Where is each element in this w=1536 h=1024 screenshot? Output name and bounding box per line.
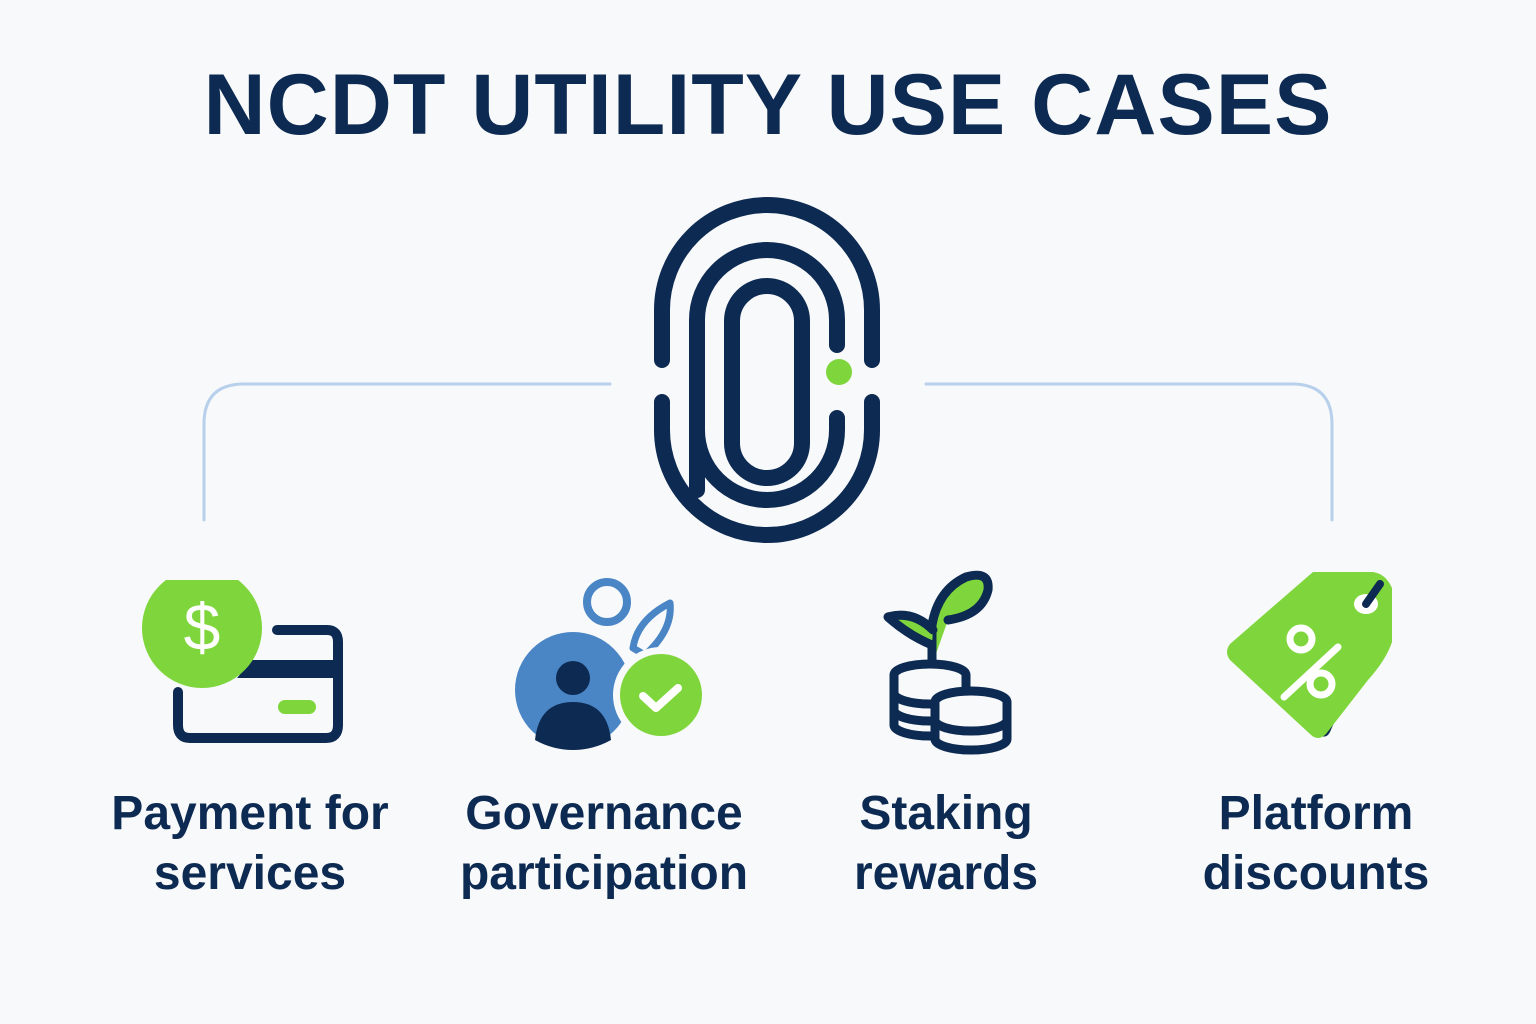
use-case-label-governance: Governance participation	[434, 784, 774, 904]
ncdt-fingerprint-logo-icon	[654, 197, 880, 543]
page-title: NCDT UTILITY USE CASES	[203, 57, 1333, 153]
label-line: Payment for	[111, 787, 389, 840]
staking-coins-plant-icon	[883, 570, 1012, 755]
label-line: rewards	[853, 847, 1039, 900]
use-case-label-staking: Staking rewards	[776, 784, 1116, 904]
use-case-label-platform: Platform discounts	[1146, 784, 1486, 904]
label-line: Staking	[859, 787, 1033, 840]
use-case-label-payment: Payment for services	[80, 784, 420, 904]
payment-card-dollar-icon: $	[142, 580, 343, 743]
label-line: discounts	[1202, 847, 1430, 900]
svg-text:$: $	[184, 590, 221, 664]
label-line: participation	[459, 847, 749, 900]
label-line: Governance	[465, 787, 743, 840]
discount-tag-percent-icon	[1227, 572, 1392, 738]
governance-user-check-icon	[515, 578, 709, 750]
label-line: services	[153, 847, 347, 900]
label-line: Platform	[1218, 787, 1414, 840]
